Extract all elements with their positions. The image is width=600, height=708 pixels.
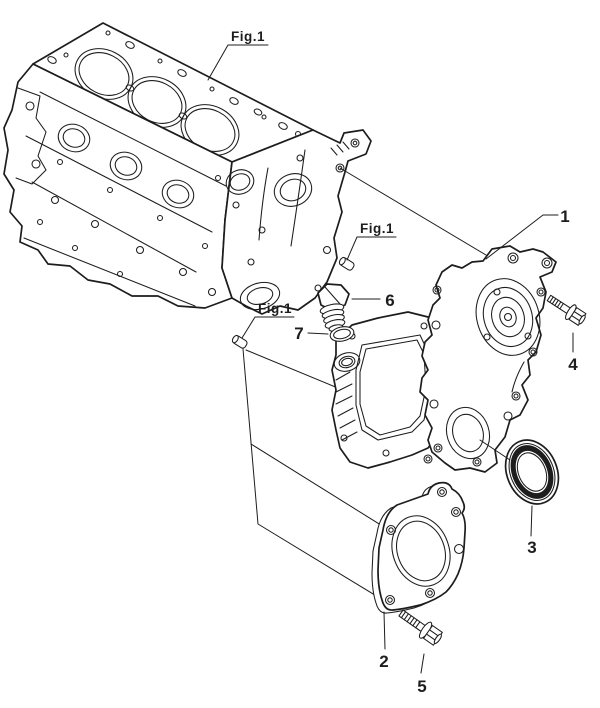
o-ring-drawing <box>329 326 355 342</box>
callout-1-label: 1 <box>560 207 569 226</box>
plug-drawing <box>317 283 350 332</box>
leader-lines <box>207 44 574 674</box>
callout-4-label: 4 <box>568 355 578 374</box>
oil-seal-drawing <box>504 439 560 505</box>
callout-3-label: 3 <box>527 538 536 557</box>
fig1-ref-lower-label: Fig.1 <box>258 301 292 316</box>
fig1-ref-top-label: Fig.1 <box>231 29 265 44</box>
engine-block-drawing <box>3 22 372 315</box>
callout-2-label: 2 <box>379 652 388 671</box>
fig1-ref-middle-label: Fig.1 <box>360 221 394 236</box>
bolt-4-drawing <box>546 294 587 326</box>
labels: Fig.1 Fig.1 Fig.1 1 2 3 4 5 6 7 <box>231 29 578 696</box>
dowel-pin-lower-drawing <box>231 334 248 349</box>
timing-gear-case-cover-drawing <box>331 245 557 473</box>
seal-plate-drawing <box>371 481 467 614</box>
callout-5-label: 5 <box>417 677 426 696</box>
bolt-5-drawing <box>398 609 443 646</box>
diagram-lineart: Fig.1 Fig.1 Fig.1 1 2 3 4 5 6 7 <box>3 22 587 696</box>
callout-7-label: 7 <box>294 324 303 343</box>
dowel-pin-middle-drawing <box>338 256 355 271</box>
callout-6-label: 6 <box>385 291 394 310</box>
